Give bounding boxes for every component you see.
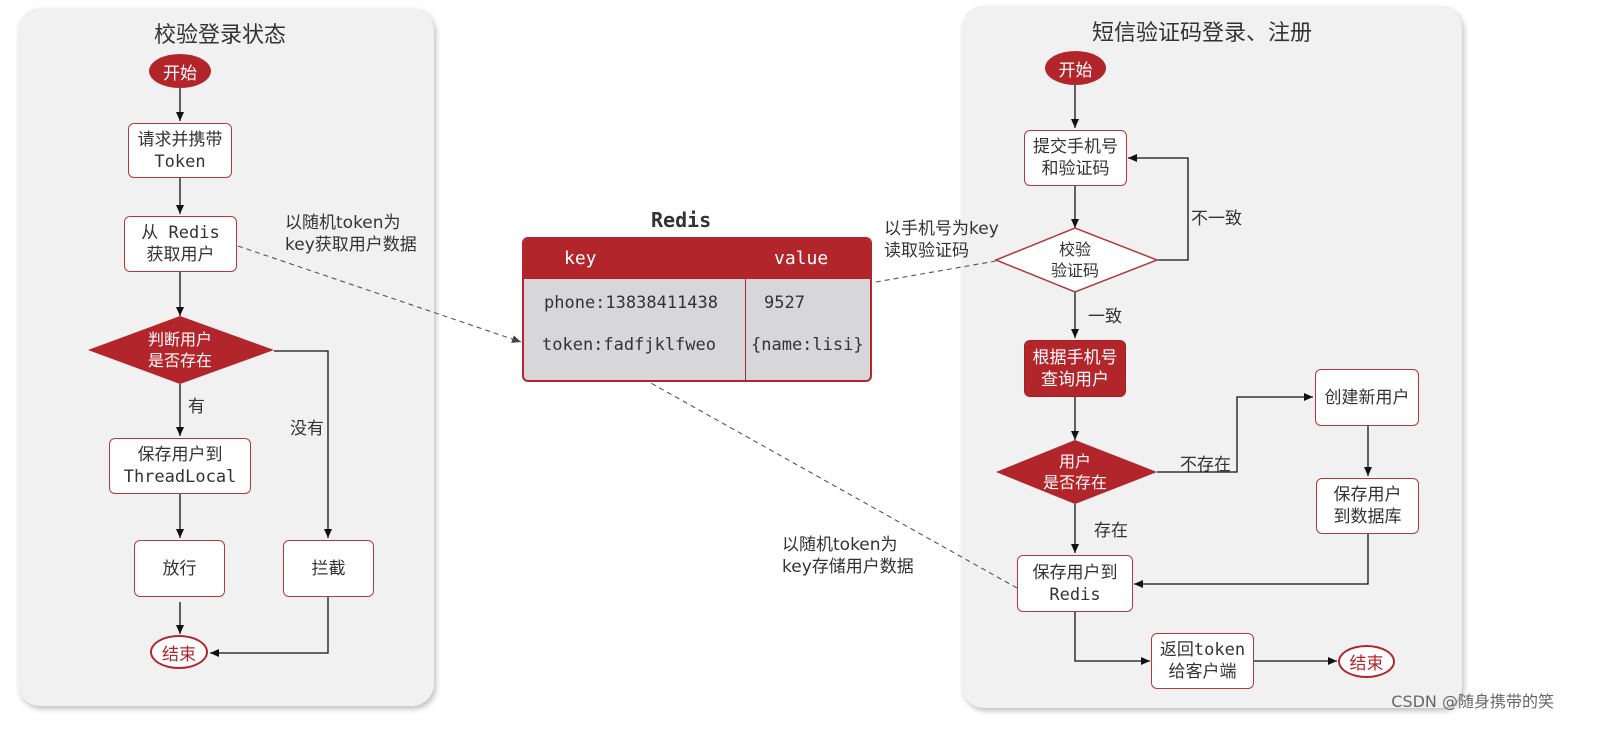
get-user-from-redis-node: 从 Redis 获取用户 — [124, 216, 237, 272]
dashed-get-user — [237, 245, 522, 343]
left-panel-title: 校验登录状态 — [154, 23, 287, 48]
left-start-node: 开始 — [149, 54, 211, 88]
exists-label: 存在 — [1094, 521, 1128, 541]
right-start-node: 开始 — [1045, 51, 1106, 85]
annotation-read-code: 以手机号为key 读取验证码 — [884, 219, 999, 261]
submit-phone-code-node: 提交手机号 和验证码 — [1024, 130, 1127, 186]
redis-table-header — [524, 239, 870, 279]
redis-column-divider — [745, 279, 746, 380]
dashed-store-user — [623, 367, 1018, 589]
match-label: 一致 — [1088, 307, 1122, 327]
return-token-node: 返回token 给客户端 — [1151, 633, 1254, 689]
mismatch-label: 不一致 — [1191, 209, 1242, 229]
verify-code-diamond — [994, 227, 1160, 293]
user-exists-diamond — [996, 440, 1157, 504]
watermark: CSDN @随身携带的笑 — [1391, 692, 1554, 711]
edge-judge-intercept — [274, 350, 332, 538]
redis-row-0-key: phone:13838411438 — [544, 293, 718, 313]
save-user-threadlocal-node: 保存用户到 ThreadLocal — [109, 438, 251, 494]
left-end-node: 结束 — [150, 635, 208, 669]
edge-verify-submit — [1128, 154, 1189, 261]
edge-saveredis-return — [1074, 612, 1150, 665]
judge-user-exists-text: 判断用户 是否存在 — [147, 330, 212, 370]
create-new-user-node: 创建新用户 — [1315, 369, 1419, 426]
request-with-token-node: 请求并携带 Token — [128, 123, 232, 178]
annotation-store-user-data: 以随机token为 key存储用户数据 — [782, 535, 914, 577]
edge-exists-create — [1157, 393, 1313, 473]
no-label: 没有 — [290, 419, 324, 439]
redis-table: key value phone:13838411438 9527 token:f… — [522, 237, 872, 382]
redis-row-0-value: 9527 — [764, 293, 805, 313]
redis-header-key: key — [564, 248, 597, 269]
judge-user-diamond — [88, 316, 274, 384]
right-end-node: 结束 — [1338, 645, 1395, 678]
right-panel-title: 短信验证码登录、注册 — [1092, 21, 1313, 46]
dashed-read-code — [829, 260, 997, 293]
intercept-node: 拦截 — [283, 540, 374, 597]
redis-row-1-key: token:fadfjklfweo — [542, 335, 716, 355]
redis-row-1-value: {name:lisi} — [751, 335, 864, 355]
query-user-by-phone-node: 根据手机号 查询用户 — [1024, 340, 1126, 397]
pass-node: 放行 — [134, 540, 225, 597]
annotation-get-user-data: 以随机token为 key获取用户数据 — [285, 213, 417, 255]
redis-title: Redis — [651, 208, 712, 232]
verify-code-text: 校验 验证码 — [1050, 240, 1099, 280]
edge-savedb-saveredis — [1134, 534, 1369, 588]
edge-intercept-end — [210, 596, 329, 657]
user-exists-text: 用户 是否存在 — [1042, 452, 1107, 492]
save-user-redis-node: 保存用户到 Redis — [1017, 555, 1133, 612]
yes-label: 有 — [188, 397, 205, 417]
not-exist-label: 不存在 — [1180, 455, 1231, 475]
redis-header-value: value — [774, 248, 829, 269]
save-user-db-node: 保存用户 到数据库 — [1316, 478, 1419, 534]
